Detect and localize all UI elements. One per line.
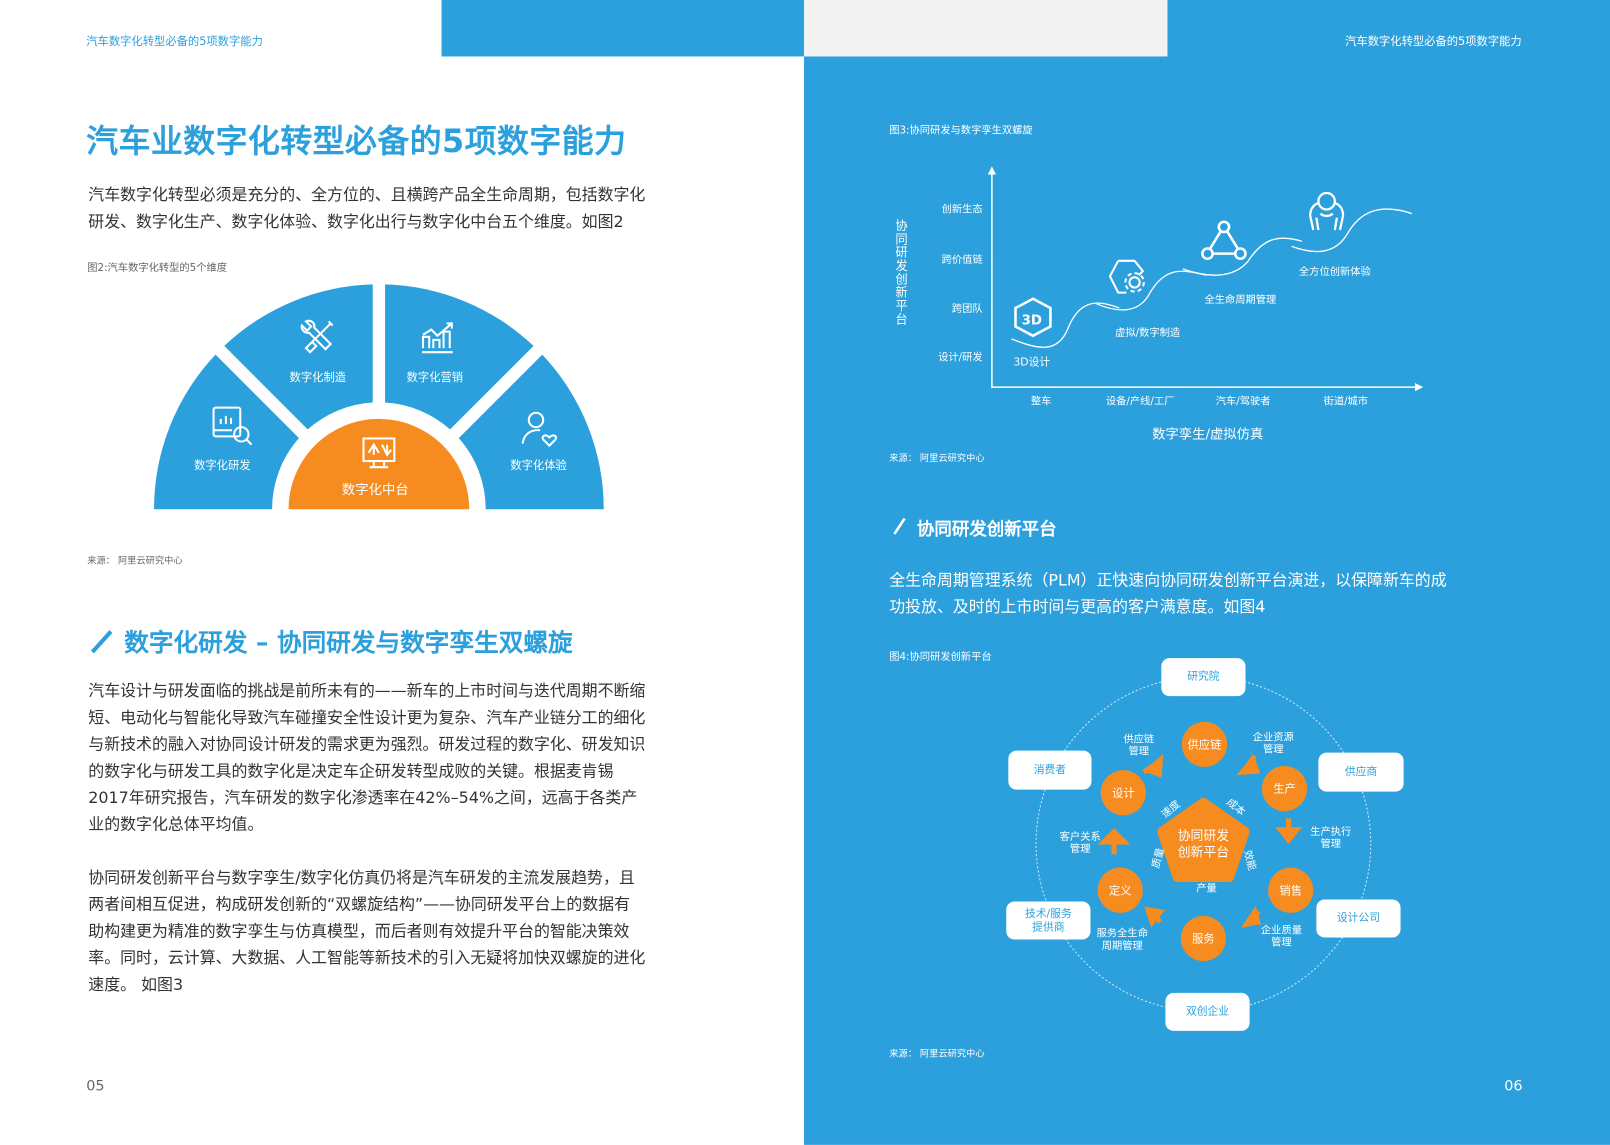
partner-tech-service-provider: 技术/服务 提供商 bbox=[1006, 901, 1091, 940]
partner-consumer: 消费者 bbox=[1008, 750, 1092, 790]
flow-mes: 生产执行 管理 bbox=[1310, 826, 1352, 851]
person-hands-icon bbox=[1309, 191, 1345, 231]
outer-dotted-ring bbox=[1035, 676, 1372, 1012]
user-heart-icon bbox=[521, 411, 558, 448]
flow-arrows bbox=[1097, 753, 1303, 928]
fig2-semicircle-diagram bbox=[154, 284, 604, 510]
partner-supplier: 供应商 bbox=[1318, 752, 1404, 792]
partner-startups: 双创企业 bbox=[1165, 992, 1250, 1031]
hexagon-gear-icon bbox=[1108, 259, 1145, 294]
segment-label-marketing: 数字化营销 bbox=[406, 370, 464, 385]
center-segment bbox=[288, 418, 470, 510]
segment-1 bbox=[224, 284, 373, 430]
rd-paragraph-1: 汽车设计与研发面临的挑战是前所未有的——新车的上市时间与迭代周期不断缩 短、电动… bbox=[88, 681, 646, 834]
y-axis-title: 协同研发创新平台 bbox=[895, 218, 908, 327]
page-number-left: 05 bbox=[86, 1078, 105, 1095]
page-number-right: 06 bbox=[1504, 1078, 1523, 1095]
y-label-ecosystem: 创新生态 bbox=[941, 204, 983, 216]
x-label-driver: 汽车/驾驶者 bbox=[1215, 396, 1271, 408]
center-pentagon bbox=[1157, 797, 1250, 883]
fig4-source: 来源： 阿里云研究中心 bbox=[889, 1049, 985, 1060]
axis-arrows bbox=[987, 166, 1424, 392]
fig3-source: 来源： 阿里云研究中心 bbox=[889, 453, 985, 465]
book-search-icon bbox=[212, 406, 253, 446]
flow-erp: 企业资源 管理 bbox=[1252, 732, 1294, 756]
intro-paragraph: 汽车数字化转型必须是充分的、全方位的、且横跨产品全生命周期，包括数字化 研发、数… bbox=[88, 185, 646, 232]
page-title: 汽车业数字化转型必备的5项数字能力 bbox=[86, 123, 627, 161]
center-label: 数字化中台 bbox=[341, 482, 409, 498]
x-axis-title: 数字孪生/虚拟仿真 bbox=[1152, 427, 1264, 443]
segment-label-experience: 数字化体验 bbox=[510, 458, 567, 473]
running-header-left: 汽车数字化转型必备的5项数字能力 bbox=[86, 34, 263, 49]
svg-text:3D: 3D bbox=[1022, 313, 1042, 328]
partner-research-institute: 研究院 bbox=[1161, 658, 1246, 697]
running-header-right: 汽车数字化转型必备的5项数字能力 bbox=[1345, 34, 1522, 49]
flow-qms: 企业质量 管理 bbox=[1260, 925, 1302, 949]
metric-output: 产量 bbox=[1196, 883, 1217, 895]
wrench-screwdriver-icon bbox=[300, 319, 334, 354]
3d-cube-icon: 3D bbox=[1014, 297, 1052, 338]
fig3-caption: 图3:协同研发与数字孪生双螺旋 bbox=[889, 125, 1033, 137]
y-label-design: 设计/研发 bbox=[938, 352, 983, 364]
platform-center-label: 协同研发 创新平台 bbox=[1177, 827, 1230, 860]
node-definition: 定义 bbox=[1097, 867, 1143, 913]
slash-icon-right bbox=[893, 517, 906, 535]
top-gray-bar bbox=[803, 0, 1168, 57]
fig2-caption: 图2:汽车数字化转型的5个维度 bbox=[87, 262, 228, 275]
node-service: 服务 bbox=[1180, 915, 1226, 962]
y-label-team: 跨团队 bbox=[951, 303, 983, 316]
top-accent-bar bbox=[441, 0, 804, 57]
flow-scm: 供应链 管理 bbox=[1123, 734, 1155, 758]
fig4-platform-diagram bbox=[1035, 676, 1372, 1012]
partner-design-company: 设计公司 bbox=[1316, 899, 1401, 938]
stage-label-plm: 全生命周期管理 bbox=[1204, 294, 1277, 306]
section-heading-rd: 数字化研发 – 协同研发与数字孪生双螺旋 bbox=[124, 628, 573, 658]
chart-axes bbox=[991, 168, 1423, 389]
node-sales: 销售 bbox=[1268, 867, 1314, 913]
fig2-source: 来源： 阿里云研究中心 bbox=[87, 556, 183, 567]
segment-label-rd: 数字化研发 bbox=[194, 458, 251, 473]
helix-curve bbox=[1011, 208, 1413, 348]
bar-chart-growth-icon bbox=[422, 322, 453, 354]
stage-label-3d: 3D设计 bbox=[1013, 356, 1051, 369]
network-nodes-icon bbox=[1201, 220, 1247, 261]
node-supply-chain: 供应链 bbox=[1181, 721, 1228, 768]
section-heading-platform: 协同研发创新平台 bbox=[916, 519, 1057, 541]
flow-crm: 客户关系 管理 bbox=[1059, 831, 1101, 856]
node-design: 设计 bbox=[1100, 770, 1146, 816]
stage-label-experience: 全方位创新体验 bbox=[1298, 266, 1371, 279]
x-label-vehicle: 整车 bbox=[1030, 396, 1052, 408]
node-production: 生产 bbox=[1261, 765, 1308, 812]
x-label-city: 街道/城市 bbox=[1323, 396, 1369, 408]
rd-paragraph-2: 协同研发创新平台与数字孪生/数字化仿真仍将是汽车研发的主流发展趋势，且 两者间相… bbox=[88, 868, 646, 994]
flow-slm: 服务全生命 周期管理 bbox=[1096, 928, 1148, 952]
monitor-arrows-icon bbox=[362, 437, 396, 469]
slash-icon bbox=[90, 630, 113, 654]
segment-2 bbox=[385, 284, 534, 430]
segment-label-manufacturing: 数字化制造 bbox=[289, 370, 347, 385]
platform-paragraph: 全生命周期管理系统（PLM）正快速向协同研发创新平台演进，以保障新车的成 功投放… bbox=[889, 570, 1447, 617]
fig4-caption: 图4:协同研发创新平台 bbox=[889, 652, 992, 664]
stage-label-manufacturing: 虚拟/数字制造 bbox=[1115, 327, 1181, 339]
segment-0 bbox=[154, 354, 300, 510]
y-label-value-chain: 跨价值链 bbox=[941, 254, 983, 266]
x-label-factory: 设备/产线/工厂 bbox=[1105, 396, 1175, 408]
fig3-helix-chart bbox=[987, 166, 1424, 392]
